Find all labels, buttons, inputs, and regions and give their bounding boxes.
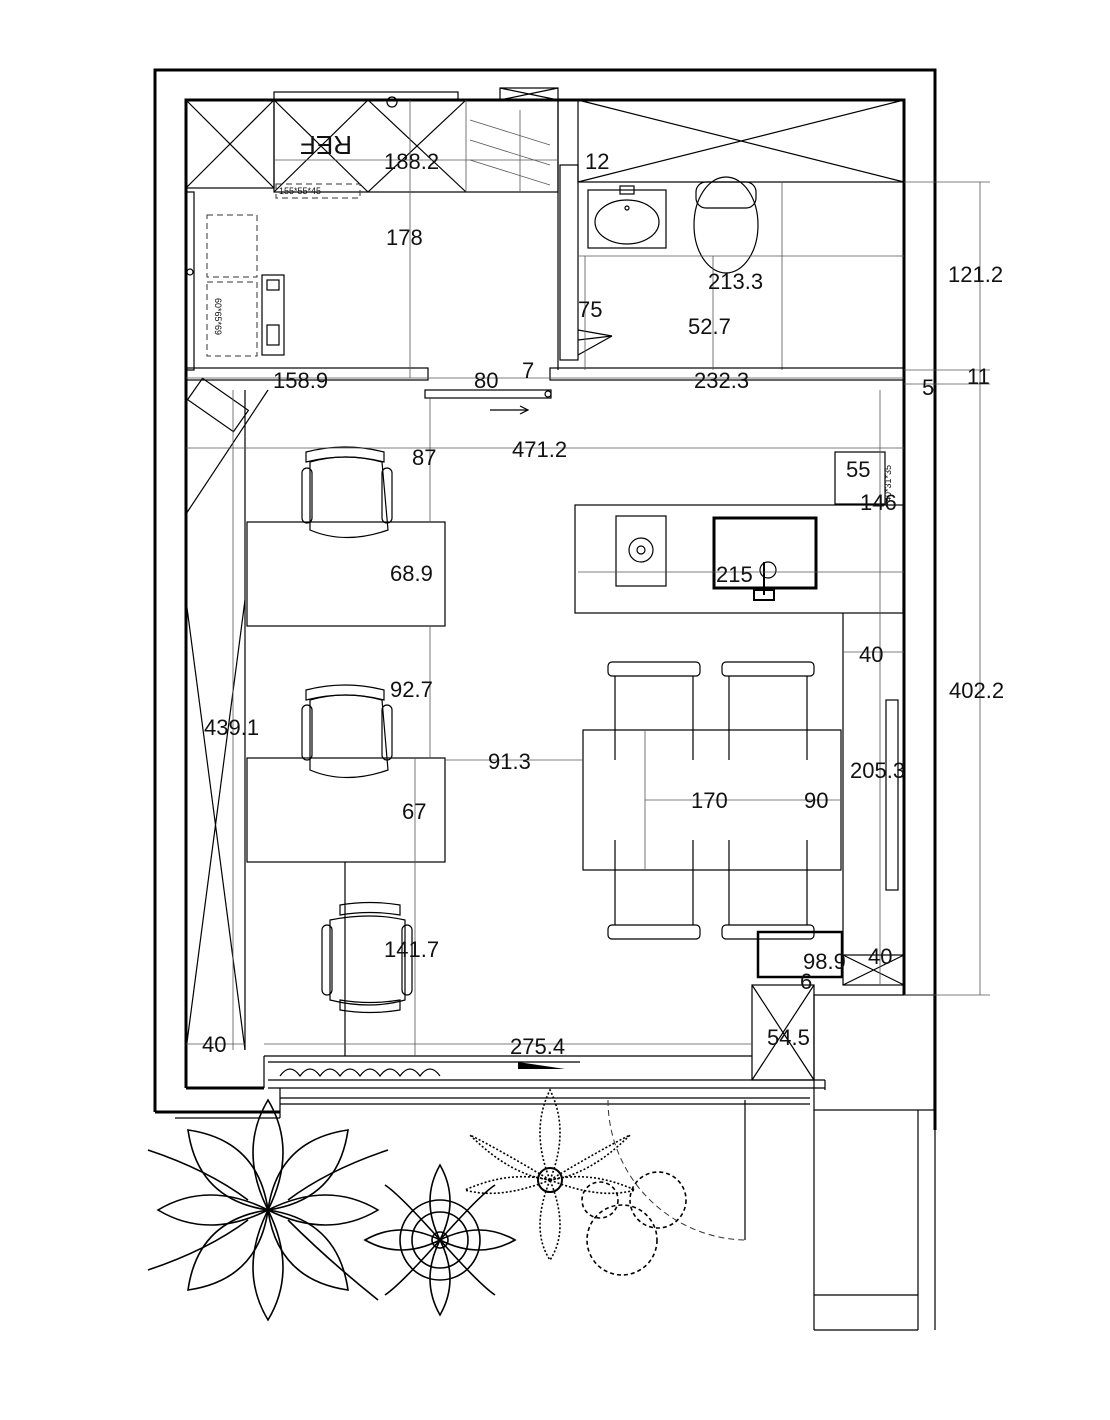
fridge-label: REF xyxy=(300,130,352,160)
dim-desk-3: 141.7 xyxy=(384,937,439,962)
dim-left-40: 40 xyxy=(202,1032,226,1057)
living-area: 40*31*35 xyxy=(185,377,935,1111)
bathroom-area xyxy=(577,99,905,370)
cabinet-unit-label: 40*31*35 xyxy=(883,465,893,502)
dim-left-wall-run: 158.9 xyxy=(273,368,328,393)
dim-aisle-91: 91.3 xyxy=(488,749,531,774)
washer-unit-label: 60*65*69 xyxy=(213,298,223,335)
dim-clear-40-top: 40 xyxy=(859,642,883,667)
dim-wall-12: 12 xyxy=(585,149,609,174)
dim-gap-6: 6 xyxy=(800,969,812,994)
dimension-labels: 188.2 12 178 121.2 213.3 75 52.7 7 158.9… xyxy=(202,149,1004,1059)
dim-door-width: 80 xyxy=(474,368,498,393)
dim-island-length: 215 xyxy=(716,562,753,587)
dim-table-length: 170 xyxy=(691,788,728,813)
dim-left-length: 439.1 xyxy=(204,715,259,740)
dim-wc-depth: 121.2 xyxy=(948,262,1003,287)
dim-cabinet-146: 146 xyxy=(860,490,897,515)
dim-right-wall-205: 205.3 xyxy=(850,758,905,783)
kitchen-unit-label: 155*55*45 xyxy=(279,186,321,196)
balcony xyxy=(607,1099,936,1331)
dimension-lines xyxy=(186,100,990,1056)
office-chair-3 xyxy=(321,901,413,1014)
dim-wc-width: 213.3 xyxy=(708,269,763,294)
dim-cabinet-55: 55 xyxy=(846,457,870,482)
dim-aisle-87: 87 xyxy=(412,445,436,470)
window-curtain xyxy=(268,1061,826,1105)
dim-wc-half: 52.7 xyxy=(688,314,731,339)
dim-bottom-run: 275.4 xyxy=(510,1034,565,1059)
dim-table-width: 90 xyxy=(804,788,828,813)
dim-kitchen-depth: 178 xyxy=(386,225,423,250)
office-chair-2 xyxy=(301,684,393,779)
office-chair-1 xyxy=(301,446,393,539)
dim-right-wall-run: 232.3 xyxy=(694,368,749,393)
dim-wall-7: 7 xyxy=(522,358,534,383)
dining-stools xyxy=(607,661,815,940)
dim-wall-11: 11 xyxy=(967,364,990,389)
dim-wall-5: 5 xyxy=(922,375,934,400)
dim-desk-depth-2: 67 xyxy=(402,799,426,824)
dim-bottom-box: 54.5 xyxy=(767,1025,810,1050)
dim-desk-gap: 92.7 xyxy=(390,677,433,702)
partition-wall xyxy=(185,367,905,415)
garden-plants xyxy=(147,1088,687,1322)
dim-wc-door: 75 xyxy=(578,297,602,322)
dim-room-width: 471.2 xyxy=(512,437,567,462)
dim-room-depth: 402.2 xyxy=(949,678,1004,703)
kitchen-area: REF 155*55*45 60*65*69 xyxy=(185,87,579,371)
dim-clear-40-bottom: 40 xyxy=(868,944,892,969)
dim-kitchen-width: 188.2 xyxy=(384,149,439,174)
dim-desk-depth-1: 68.9 xyxy=(390,561,433,586)
dim-bench-98: 98.9 xyxy=(803,949,846,974)
